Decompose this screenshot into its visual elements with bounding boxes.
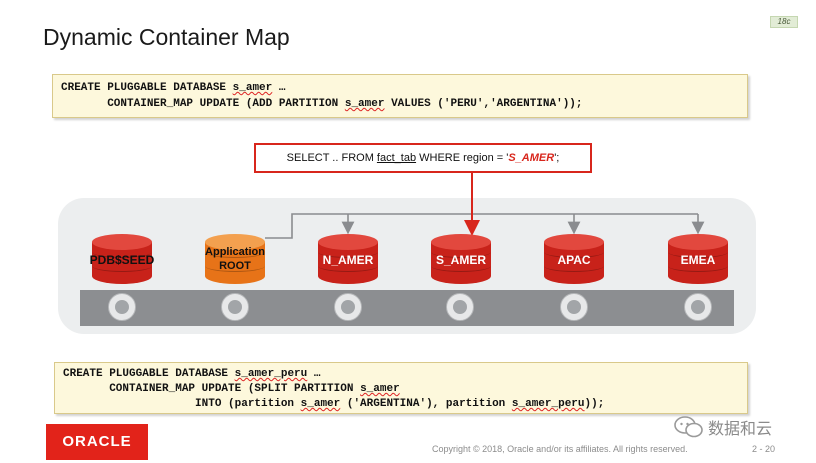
container-label: N_AMER [322, 253, 374, 267]
conveyor-belt [80, 290, 734, 326]
belt-wheel [221, 293, 249, 321]
table-name: fact_tab [376, 152, 417, 164]
code-line: CREATE PLUGGABLE DATABASE s_amer … [61, 82, 286, 94]
code-box-create-pdb: CREATE PLUGGABLE DATABASE s_amer … CONTA… [52, 74, 748, 118]
container-label: Application ROOT [205, 246, 265, 272]
belt-wheel [560, 293, 588, 321]
container-pdb-seed: PDB$SEED [90, 234, 154, 292]
belt-wheel [108, 293, 136, 321]
copyright-text: Copyright © 2018, Oracle and/or its affi… [432, 444, 688, 454]
watermark: 数据和云 [674, 414, 772, 440]
container-label: EMEA [680, 253, 716, 267]
code-identifier: s_amer [360, 383, 400, 395]
belt-wheel [446, 293, 474, 321]
container-n-amer: N_AMER [318, 234, 378, 292]
code-identifier: s_amer [232, 82, 273, 94]
code-identifier: s_amer [344, 98, 385, 110]
container-application-root: Application ROOT [205, 234, 265, 292]
oracle-logo: ORACLE [46, 424, 148, 460]
region-value: S_AMER [508, 152, 555, 164]
code-line: CONTAINER_MAP UPDATE (ADD PARTITION s_am… [61, 98, 583, 110]
sql-query-box: SELECT .. FROM fact_tab WHERE region = '… [254, 143, 592, 173]
connector-app-root [265, 213, 698, 239]
code-box-split-partition: CREATE PLUGGABLE DATABASE s_amer_peru … … [54, 362, 748, 414]
code-identifier: s_amer_peru [511, 398, 585, 410]
code-line: CREATE PLUGGABLE DATABASE s_amer_peru … [63, 368, 321, 380]
container-apac: APAC [544, 234, 604, 292]
container-s-amer: S_AMER [431, 234, 491, 292]
belt-wheel [334, 293, 362, 321]
watermark-text: 数据和云 [708, 419, 773, 438]
version-badge: 18c [770, 16, 798, 28]
container-label: PDB$SEED [89, 253, 155, 267]
page-number: 2 - 20 [752, 444, 776, 454]
belt-wheel [684, 293, 712, 321]
slide-title: Dynamic Container Map [43, 24, 290, 50]
wechat-icon [674, 416, 703, 438]
code-identifier: s_amer_peru [234, 368, 308, 380]
container-label: S_AMER [435, 253, 486, 267]
code-line: INTO (partition s_amer ('ARGENTINA'), pa… [63, 398, 605, 410]
container-label: APAC [557, 253, 591, 267]
code-line: CONTAINER_MAP UPDATE (SPLIT PARTITION s_… [63, 383, 400, 395]
container-emea: EMEA [668, 234, 728, 292]
code-identifier: s_amer [300, 398, 341, 410]
